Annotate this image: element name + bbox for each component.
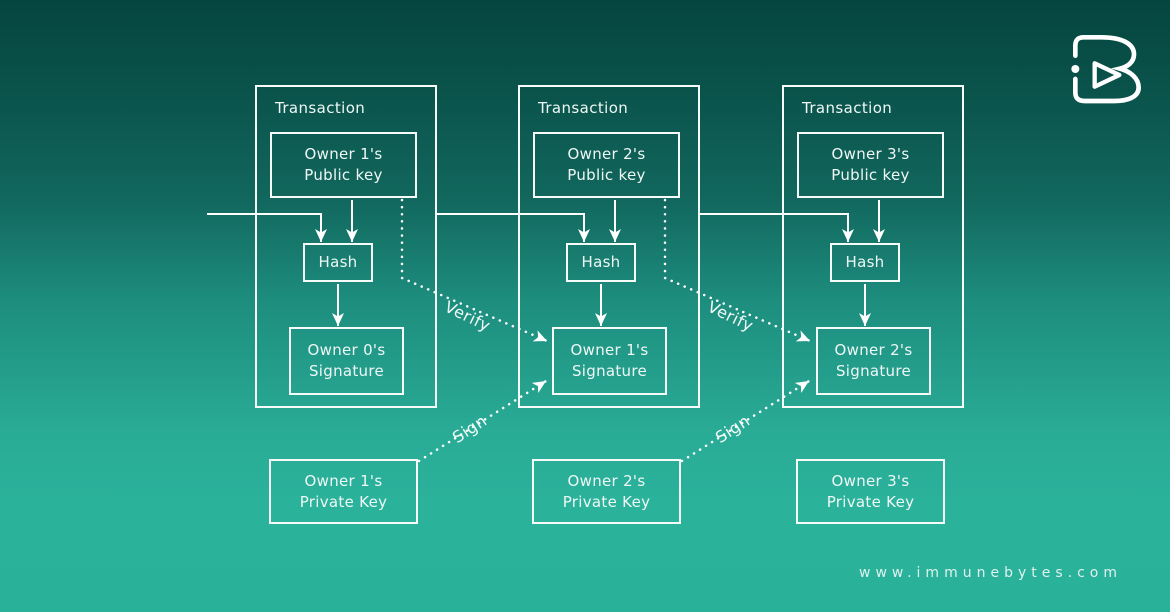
private-key-box-2: Owner 2's Private Key — [532, 459, 681, 524]
signature-label: Signature — [571, 362, 648, 380]
public-key-label: Public key — [567, 166, 646, 184]
signature-box-2: Owner 1's Signature — [552, 327, 667, 395]
hash-label: Hash — [581, 253, 621, 271]
public-key-box-1: Owner 1's Public key — [270, 132, 417, 198]
signature-label: Owner 1's — [570, 341, 649, 359]
logo-play-triangle — [1092, 61, 1122, 89]
private-key-label: Owner 1's — [304, 471, 383, 490]
public-key-box-3: Owner 3's Public key — [797, 132, 944, 198]
verify-dotted-arrow-1 — [400, 198, 549, 343]
chain-line-tx2-to-tx3 — [700, 213, 854, 242]
transaction-box-2 — [518, 85, 700, 408]
signature-label: Owner 2's — [834, 341, 913, 359]
signature-label: Signature — [308, 362, 385, 380]
transaction-title-1: Transaction — [275, 99, 366, 117]
private-key-label: Owner 3's — [831, 471, 910, 490]
immunebytes-logo-icon — [1071, 35, 1142, 104]
private-key-label: Private Key — [299, 492, 388, 511]
transaction-box-3 — [782, 85, 964, 408]
private-key-box-3: Owner 3's Private Key — [796, 459, 945, 524]
hash-label: Hash — [845, 253, 885, 271]
signature-box-3: Owner 2's Signature — [816, 327, 931, 395]
hash-box-1: Hash — [303, 243, 373, 282]
transaction-title-2: Transaction — [538, 99, 629, 117]
public-key-label: Owner 1's — [304, 145, 383, 163]
private-key-label: Private Key — [826, 492, 915, 511]
chain-line-into-tx1 — [207, 213, 327, 242]
signature-label: Owner 0's — [307, 341, 386, 359]
transaction-box-1 — [255, 85, 437, 408]
logo-i-dot — [1071, 65, 1080, 73]
website-url: www.immunebytes.com — [859, 565, 1122, 581]
private-key-label: Private Key — [562, 492, 651, 511]
chain-line-tx1-to-tx2 — [437, 213, 590, 242]
public-key-box-2: Owner 2's Public key — [533, 132, 680, 198]
signature-label: Signature — [835, 362, 912, 380]
private-key-box-1: Owner 1's Private Key — [269, 459, 418, 524]
hash-box-3: Hash — [830, 243, 900, 282]
public-key-label: Public key — [304, 166, 383, 184]
public-key-label: Public key — [831, 166, 910, 184]
public-key-label: Owner 3's — [831, 145, 910, 163]
signature-box-1: Owner 0's Signature — [289, 327, 404, 395]
transaction-title-3: Transaction — [802, 99, 893, 117]
public-key-label: Owner 2's — [567, 145, 646, 163]
verify-dotted-arrow-2 — [663, 198, 812, 343]
private-key-label: Owner 2's — [567, 471, 646, 490]
hash-label: Hash — [318, 253, 358, 271]
hash-box-2: Hash — [566, 243, 636, 282]
